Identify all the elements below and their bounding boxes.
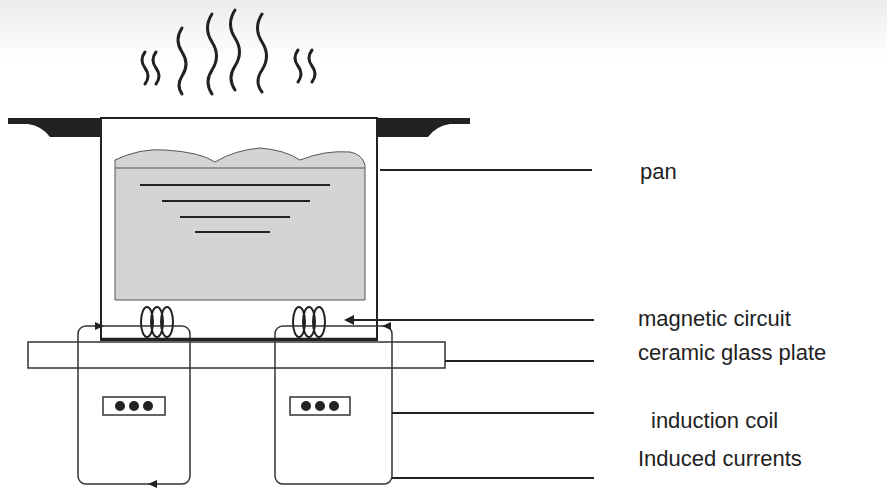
ceramic-glass-plate <box>28 342 445 368</box>
liquid-lines <box>140 185 330 232</box>
current-arrows <box>95 322 391 488</box>
induction-coil <box>290 397 350 415</box>
magnetic-circuit-loop <box>78 326 190 484</box>
leader-arrow <box>344 315 354 325</box>
pan-contents <box>115 148 365 300</box>
part-label: magnetic circuit <box>638 307 791 331</box>
background-fade <box>0 0 887 60</box>
pan-handle <box>377 118 470 137</box>
coil-conductors <box>115 401 339 411</box>
liquid-surface <box>115 168 365 169</box>
leader-lines <box>352 170 594 478</box>
steam-lines <box>142 10 315 94</box>
part-label: Induced currents <box>638 447 802 471</box>
part-label: pan <box>640 160 677 184</box>
pan-coil-winding <box>141 307 325 337</box>
pan-base <box>101 338 377 341</box>
magnetic-circuit-loop <box>275 326 392 484</box>
pan-body <box>101 118 377 340</box>
part-label: ceramic glass plate <box>638 341 826 365</box>
pan-handle <box>8 118 100 137</box>
part-label: induction coil <box>651 409 778 433</box>
induction-coil <box>103 397 165 415</box>
